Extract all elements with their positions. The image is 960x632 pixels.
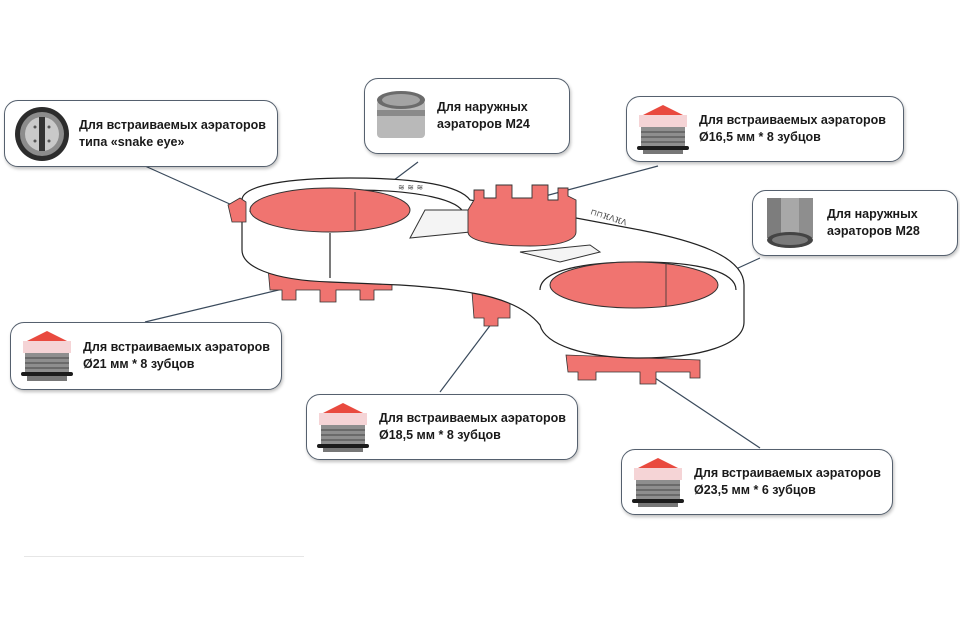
external-aerator-m24-icon — [377, 91, 425, 138]
callout-m24-line1: Для наружных — [437, 100, 528, 114]
callout-snake-eye-line1: Для встраиваемых аэраторов — [79, 117, 266, 132]
leader-d18-5 — [439, 314, 499, 393]
external-aerator-m28-icon — [767, 198, 813, 248]
cache-aerator-icon — [632, 458, 684, 507]
callout-d21-line1: Для встраиваемых аэраторов — [83, 340, 270, 354]
callout-d21-line2: Ø21 мм * 8 зубцов — [83, 357, 195, 371]
callout-m28-line2: аэраторов М28 — [827, 224, 920, 238]
leader-d16-5 — [529, 165, 659, 201]
callout-m24-line2: аэраторов М24 — [437, 117, 530, 131]
cache-aerator-icon — [317, 403, 369, 452]
divider — [24, 556, 304, 557]
tab-snake-eye — [227, 197, 247, 223]
cache-aerator-icon — [21, 331, 73, 381]
callout-snake-eye: Для встраиваемых аэраторов типа «snake ey… — [4, 100, 278, 167]
callout-d18-5-line2: Ø18,5 мм * 8 зубцов — [379, 428, 501, 442]
socket-m24 — [249, 187, 411, 233]
callout-d18-5-line1: Для встраиваемых аэраторов — [379, 411, 566, 425]
callout-d16-5-line2: Ø16,5 мм * 8 зубцов — [699, 130, 821, 144]
socket-m28 — [549, 261, 719, 309]
callout-m28-line1: Для наружных — [827, 207, 918, 221]
svg-text:≋ ≋ ≋: ≋ ≋ ≋ — [398, 183, 423, 192]
leader-snake-eye — [144, 165, 233, 206]
callout-d16-5-line1: Для встраиваемых аэраторов — [699, 113, 886, 127]
callout-m24: Для наружных аэраторов М24 — [364, 78, 570, 154]
snake-eye-aerator-icon — [15, 106, 69, 161]
callout-m28: Для наружных аэраторов М28 — [752, 190, 958, 256]
wrench-slots — [409, 209, 602, 263]
teeth-d16-5 — [467, 184, 577, 247]
callout-d23-5-line2: Ø23,5 мм * 6 зубцов — [694, 483, 816, 497]
callout-snake-eye-line2: типа «snake eye» — [79, 134, 185, 149]
callout-d23-5-line1: Для встраиваемых аэраторов — [694, 466, 881, 480]
cache-aerator-icon — [637, 105, 689, 154]
leader-d23-5 — [651, 375, 761, 449]
teeth-d23-5 — [565, 354, 701, 385]
